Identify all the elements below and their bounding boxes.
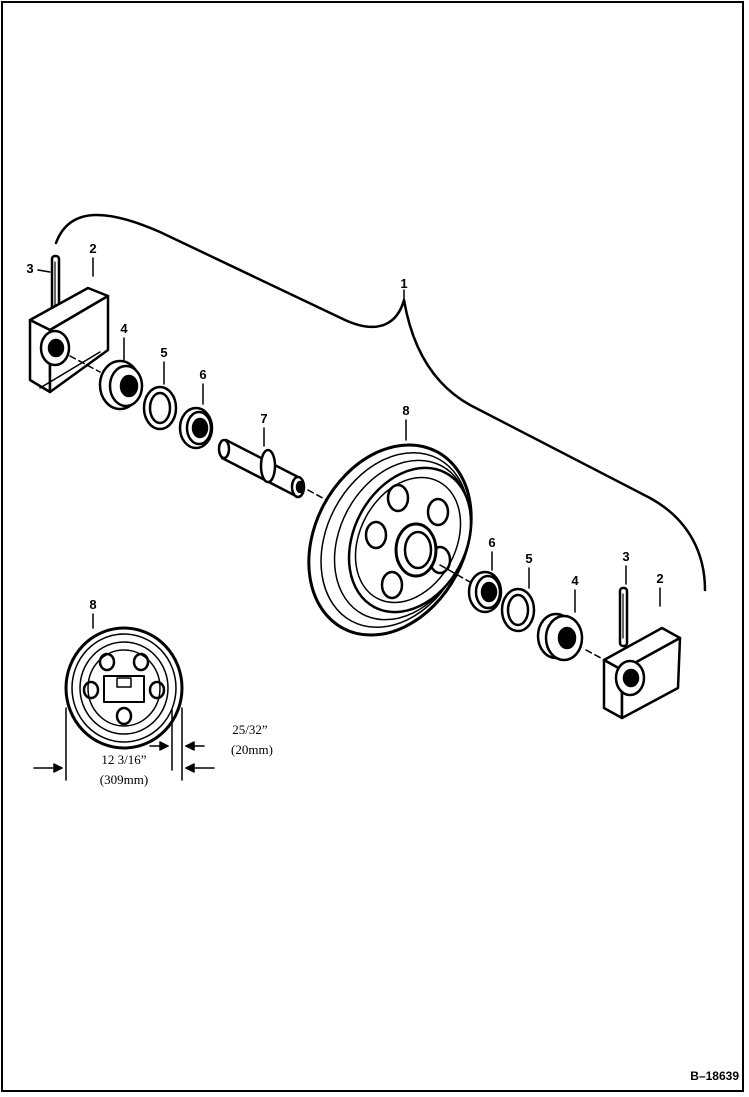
callout-bearing-right: 6 — [488, 535, 496, 550]
callout-block-right: 2 — [656, 571, 664, 586]
callout-ring-right: 5 — [525, 551, 533, 566]
callout-assembly: 1 — [400, 276, 408, 291]
leader-lines — [37, 257, 661, 629]
idler-detail-view — [64, 626, 184, 750]
flange-width-inch: 25/32” — [232, 722, 268, 737]
shaft — [217, 438, 306, 499]
callout-seal-right: 4 — [571, 573, 579, 588]
left-mounting-block — [28, 286, 110, 394]
diameter-mm: (309mm) — [86, 772, 162, 788]
diameter-inch: 12 3/16” — [86, 752, 162, 768]
callout-pin-left: 3 — [26, 261, 34, 276]
idler-wheel — [307, 443, 473, 637]
callout-shaft: 7 — [260, 411, 268, 426]
flange-width-mm: (20mm) — [231, 742, 273, 757]
right-bearing — [467, 570, 503, 614]
callout-detail-idler: 8 — [89, 597, 97, 612]
left-seal — [98, 359, 144, 411]
left-retaining-ring — [142, 385, 178, 431]
right-retaining-ring — [500, 587, 536, 633]
left-bearing — [178, 406, 214, 450]
callout-block-left: 2 — [89, 241, 97, 256]
dimension-lines — [33, 707, 215, 781]
right-pin — [618, 586, 629, 648]
drawing-reference: B–18639 — [690, 1069, 739, 1083]
right-mounting-block — [602, 626, 682, 720]
callout-ring-left: 5 — [160, 345, 168, 360]
callout-seal-left: 4 — [120, 321, 128, 336]
right-seal — [536, 612, 584, 662]
callout-pin-right: 3 — [622, 549, 630, 564]
callout-bearing-left: 6 — [199, 367, 207, 382]
callout-idler: 8 — [402, 403, 410, 418]
